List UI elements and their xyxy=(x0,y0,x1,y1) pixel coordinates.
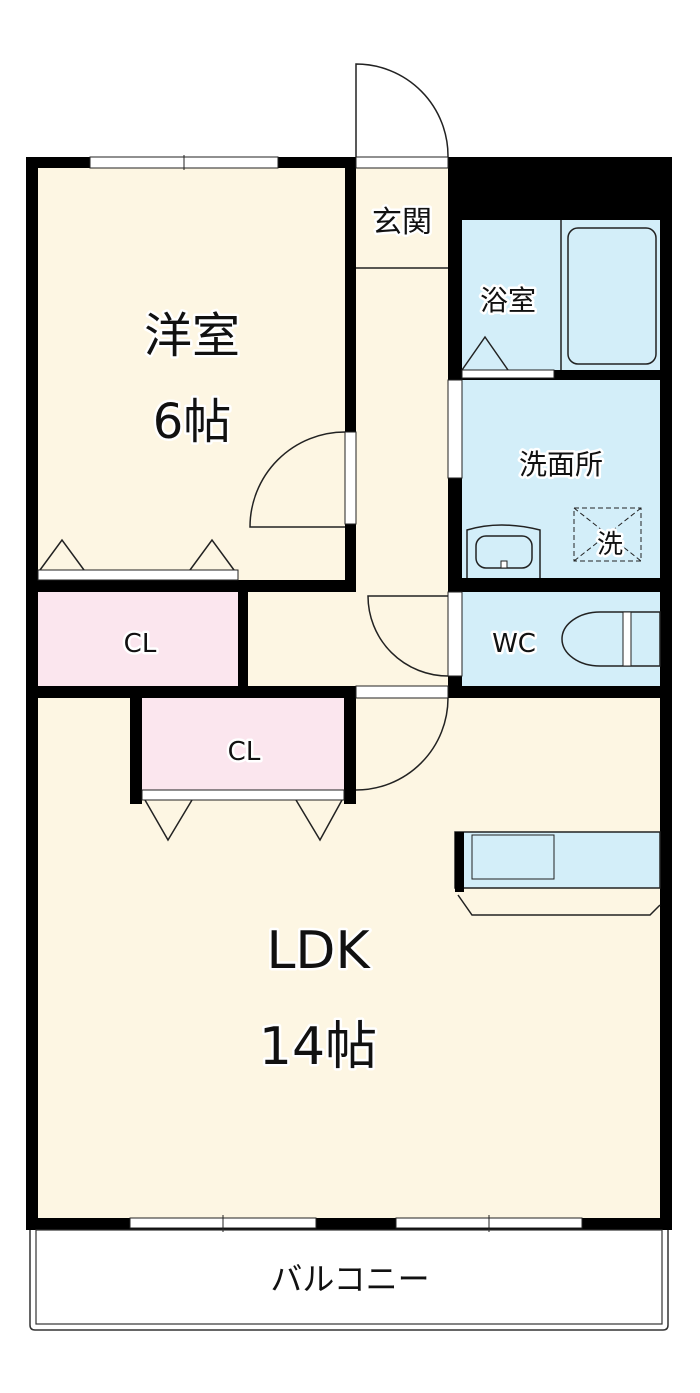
bath-door-mark xyxy=(461,335,509,371)
bathtub xyxy=(567,227,657,365)
ldk-size: 14帖 xyxy=(259,1017,377,1077)
wc-door-swing xyxy=(367,595,449,677)
washer-space xyxy=(573,507,642,562)
kitchen-hood xyxy=(457,894,661,916)
kitchen-counter-end-wall xyxy=(455,832,464,892)
balcony-outline xyxy=(29,1230,669,1331)
wall xyxy=(448,157,672,220)
closet-1-label: CL xyxy=(124,629,157,659)
wall xyxy=(26,686,672,698)
bath-door xyxy=(461,369,555,379)
western-room-floor xyxy=(38,168,346,582)
closet-2-label: CL xyxy=(228,737,261,767)
closet-1-floor xyxy=(38,592,238,686)
wall xyxy=(130,698,142,804)
door-western-opening xyxy=(344,431,357,525)
toilet-label: WC xyxy=(492,629,536,659)
closet-1-door-marks xyxy=(39,538,235,571)
toilet-tank xyxy=(622,611,632,667)
wall xyxy=(448,370,672,380)
door-wc-opening xyxy=(447,591,463,677)
corridor-floor xyxy=(356,168,448,688)
wall xyxy=(344,698,356,804)
kitchen-sink xyxy=(471,834,555,880)
door-ldk-opening xyxy=(355,685,449,699)
ldk-name: LDK xyxy=(266,921,371,981)
wall xyxy=(345,157,356,592)
washroom-label: 洗面所 xyxy=(519,448,603,481)
ldk-door-swing xyxy=(355,697,449,791)
closet-2-floor xyxy=(142,698,344,790)
closet-2-door-marks xyxy=(144,799,343,842)
balcony-inner-outline xyxy=(35,1229,663,1325)
washer-space-cross xyxy=(573,507,642,562)
western-door-swing xyxy=(249,431,346,528)
western-room-name: 洋室 xyxy=(144,308,240,364)
entrance-label: 玄関 xyxy=(372,205,432,240)
wall xyxy=(448,578,672,592)
wall xyxy=(238,592,248,688)
balcony-label: バルコニー xyxy=(270,1260,429,1298)
washroom-sliding-door xyxy=(447,379,463,479)
bathroom-label: 浴室 xyxy=(480,284,536,317)
entrance-door-swing xyxy=(355,63,449,158)
wash-basin-drain xyxy=(500,560,508,569)
closet-2-doors xyxy=(141,789,345,801)
hall-floor xyxy=(248,592,356,688)
western-room-size: 6帖 xyxy=(153,394,232,450)
closet-1-doors xyxy=(37,569,239,581)
washer-label: 洗 xyxy=(597,530,623,560)
wash-basin xyxy=(466,524,541,578)
toilet-fixture xyxy=(561,611,661,667)
wall xyxy=(448,157,462,380)
wall xyxy=(38,580,356,592)
entrance-door-frame xyxy=(355,156,449,169)
